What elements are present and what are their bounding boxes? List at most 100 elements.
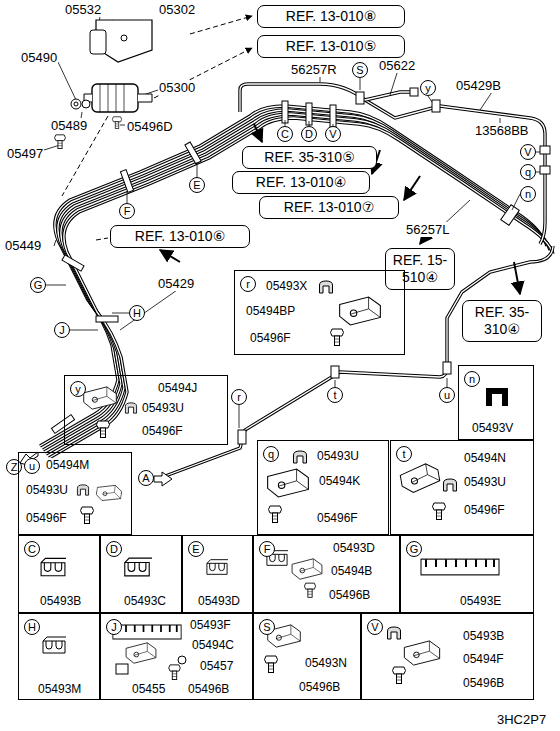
callout-letter-text: C [25, 542, 39, 556]
single-tubes [240, 84, 545, 244]
detail-inset-box: 05493CD [100, 535, 182, 613]
inset-parts [41, 281, 508, 684]
inset-parts [126, 643, 156, 663]
callout-letter-text: V [521, 145, 535, 159]
part-number: 05493D [332, 541, 376, 555]
part-number: 05493U [463, 475, 507, 489]
reference-box: REF. 13-010④ [232, 171, 370, 194]
part-number: 05532 [64, 2, 102, 17]
inset-parts [320, 281, 333, 293]
part-number: 05493U [316, 449, 360, 463]
part-number: 05494BP [245, 304, 296, 318]
part-number: 05494K [318, 474, 361, 488]
inset-parts [97, 421, 110, 438]
clip-symbol [486, 388, 508, 406]
callout-letter: J [106, 619, 122, 635]
callout-letter-text: D [302, 127, 316, 141]
fuel-filter [92, 84, 138, 112]
callout-letter: C [277, 126, 293, 142]
part-number: 05494N [463, 451, 507, 465]
inset-parts [265, 656, 278, 673]
detail-inset-box: 05493E G [400, 535, 534, 613]
part-number: 05429B [455, 78, 502, 93]
reference-text: REF. 35-310⑤ [264, 149, 354, 166]
inset-parts [116, 664, 128, 674]
callout-letter-text: q [521, 165, 535, 179]
tube-clamps [540, 146, 550, 154]
reference-text: REF. 13-010⑧ [286, 8, 376, 25]
callout-letter-text: q [264, 447, 278, 461]
callout-letter: u [439, 387, 455, 403]
part-number: 56257R [290, 62, 338, 77]
inset-parts [444, 479, 457, 491]
inset-parts [96, 483, 123, 503]
reference-arrows [190, 16, 252, 34]
callout-leaders [44, 16, 500, 330]
callout-letter-text: H [130, 306, 144, 320]
callout-letter: S [259, 619, 275, 635]
callout-letter-text: F [260, 542, 274, 556]
part-number: 05455 [131, 682, 166, 696]
single-tubes [365, 92, 410, 100]
inset-parts [340, 297, 381, 325]
part-number: 05300 [158, 80, 196, 95]
inset-parts [269, 506, 282, 523]
fuel-filter [74, 102, 78, 106]
callout-letter: t [396, 446, 412, 462]
callout-letter-text: G [31, 278, 45, 292]
reference-text: REF. 13-010⑦ [284, 199, 374, 216]
inset-parts [41, 558, 69, 575]
inset-parts [393, 667, 406, 684]
part-number: 05496B [298, 680, 341, 694]
callout-letter-text: y [71, 382, 85, 396]
callout-letter: V [520, 144, 536, 160]
inset-parts [388, 627, 401, 639]
inset-parts [77, 485, 88, 495]
detail-inset-box: 05493D05494B05496BF [253, 535, 400, 613]
inset-parts [304, 583, 315, 597]
part-number: 05302 [158, 2, 196, 17]
callout-letter-text: u [440, 388, 454, 402]
inset-parts [399, 462, 441, 494]
detail-inset-box: 05493MH [18, 613, 100, 700]
fuel-filter [82, 100, 90, 108]
callout-letter: G [406, 541, 422, 557]
callout-letter: H [24, 619, 40, 635]
part-number: 05493V [471, 421, 514, 435]
part-number: 05457 [199, 659, 234, 673]
callout-letter-text: y [421, 81, 435, 95]
vent-valve [90, 30, 106, 54]
inset-parts [125, 403, 136, 413]
part-number: 05493E [459, 594, 502, 608]
callout-letter: q [520, 164, 536, 180]
part-number: 05496F [249, 331, 292, 345]
reference-box: REF. 35-310④ [462, 300, 542, 342]
direction-arrows [20, 452, 172, 486]
part-number: 05496D [126, 119, 174, 134]
part-number: 05496B [462, 676, 505, 690]
part-number: 05494F [462, 652, 505, 666]
single-tubes [160, 84, 553, 478]
part-number: 05493F [189, 618, 232, 632]
callout-letter: V [325, 126, 341, 142]
direction-arrows [154, 472, 172, 486]
callout-letter-text: C [278, 127, 292, 141]
reference-arrows [514, 262, 520, 294]
fuel-tube-bundle [49, 118, 553, 458]
part-number: 05493U [141, 401, 185, 415]
tube-clamps [185, 142, 201, 164]
detail-inset-box: 05494M05493U05496Fu [18, 452, 132, 535]
reference-text: REF. 35-310④ [467, 304, 537, 338]
fuel-tube-bundle [40, 106, 544, 446]
detail-inset-box: 05493F05494C054570545505496BJ [100, 613, 253, 700]
callout-letter: F [259, 541, 275, 557]
callout-letter: y [420, 80, 436, 96]
inset-parts [421, 559, 499, 575]
reference-text: REF. 13-010⑥ [135, 228, 225, 245]
part-number: 05489 [50, 118, 88, 133]
tube-clamps [443, 362, 451, 374]
tube-clamps [120, 170, 133, 193]
callout-letter: S [352, 62, 368, 78]
callout-letter-text: r [232, 390, 246, 404]
